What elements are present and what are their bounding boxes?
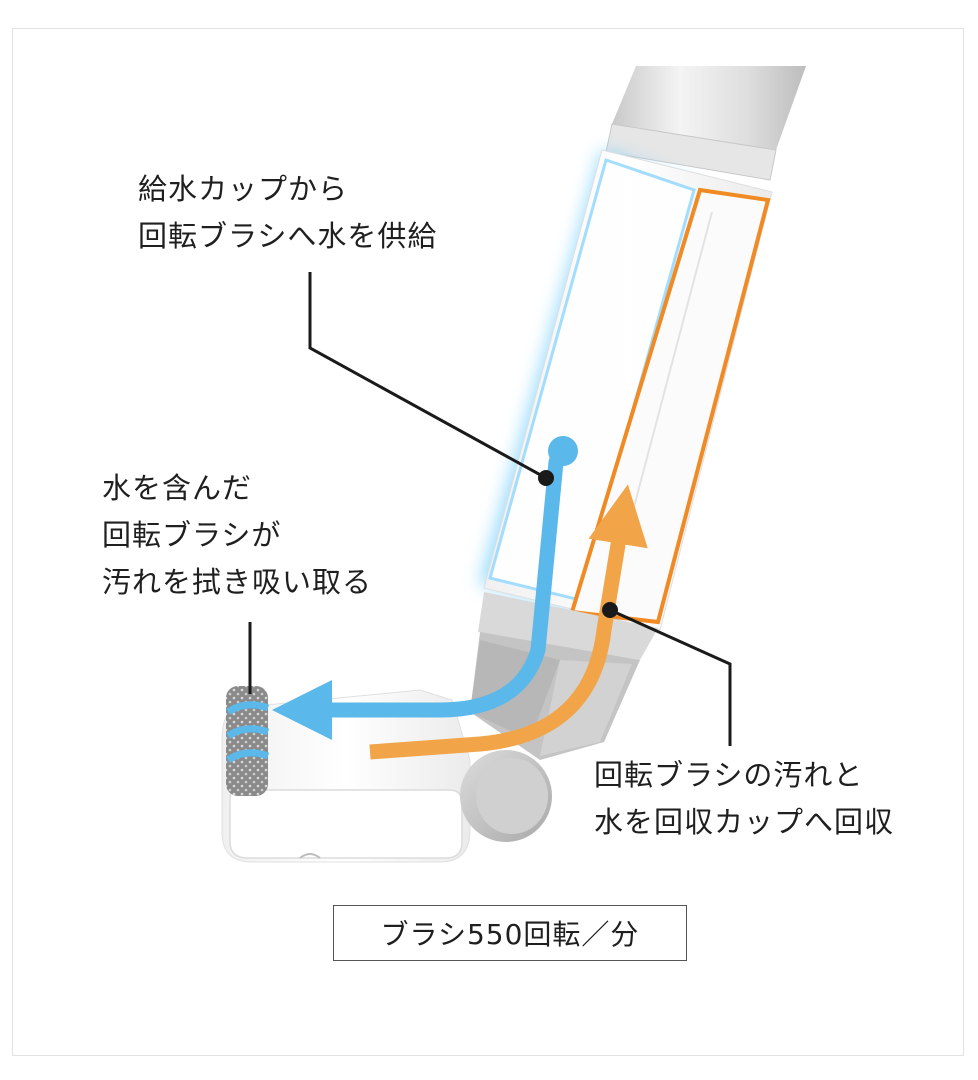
label-water-recovery-line-1: 回転ブラシの汚れと — [594, 758, 864, 792]
upper-shaft — [605, 66, 806, 181]
rotating-brush — [226, 686, 270, 796]
wheel — [460, 750, 552, 842]
leader-dot-supply — [538, 470, 554, 486]
water-flow-arrow — [272, 436, 578, 740]
label-water-recovery-line-2: 水を回収カップへ回収 — [594, 805, 895, 839]
label-brush-cleaning-line-2: 回転ブラシが — [102, 518, 282, 552]
label-water-supply-line-2: 回転ブラシへ水を供給 — [138, 219, 438, 253]
dirty-water-flow-arrow — [369, 484, 648, 760]
label-water-recovery: 回転ブラシの汚れと 水を回収カップへ回収 — [594, 752, 894, 846]
label-brush-cleaning: 水を含んだ 回転ブラシが 汚れを拭き吸い取る — [102, 465, 372, 606]
brush-speed-caption: ブラシ550回転／分 — [333, 905, 687, 961]
label-water-supply: 給水カップから 回転ブラシへ水を供給 — [138, 166, 437, 260]
leader-line-supply — [308, 272, 547, 480]
label-brush-cleaning-line-1: 水を含んだ — [102, 471, 253, 505]
leader-dot-recover — [602, 602, 618, 618]
label-water-supply-line-1: 給水カップから — [138, 172, 349, 206]
cup-housing — [483, 149, 773, 631]
image-frame — [12, 28, 964, 1056]
leader-lines — [248, 272, 732, 746]
leader-line-recover — [609, 608, 732, 746]
label-brush-cleaning-line-3: 汚れを拭き吸い取る — [102, 565, 373, 599]
